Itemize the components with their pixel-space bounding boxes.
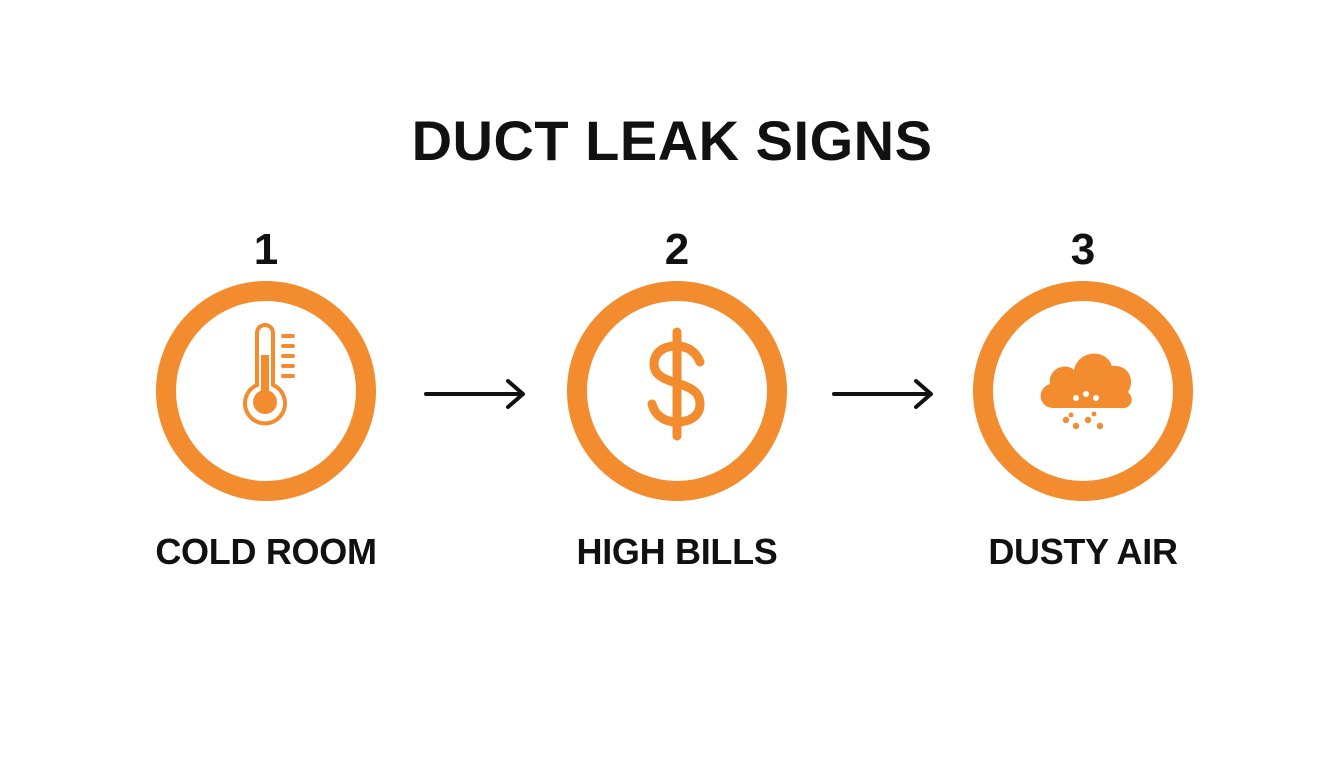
diagram-title: DUCT LEAK SIGNS: [411, 109, 933, 172]
step-high-bills: 2 HIGH BILLS: [557, 222, 797, 582]
step-cold-room: 1 COLD ROOM: [146, 222, 386, 582]
step-number: 1: [253, 225, 279, 274]
step-circle: [566, 280, 788, 502]
dollar-sign-icon: [647, 327, 705, 441]
thermometer-icon: [243, 323, 295, 426]
step-label: DUSTY AIR: [988, 531, 1178, 572]
step-number: 2: [664, 225, 690, 274]
arrow-right-icon: [424, 378, 528, 410]
dust-cloud-icon: [1040, 353, 1132, 430]
step-dusty-air: 3 DUSTY AIR: [963, 222, 1203, 582]
step-label: COLD ROOM: [155, 531, 377, 572]
step-circle: [972, 280, 1194, 502]
step-label: HIGH BILLS: [576, 531, 778, 572]
step-circle: [155, 280, 377, 502]
arrow-right-icon: [832, 378, 936, 410]
step-number: 3: [1070, 225, 1096, 274]
